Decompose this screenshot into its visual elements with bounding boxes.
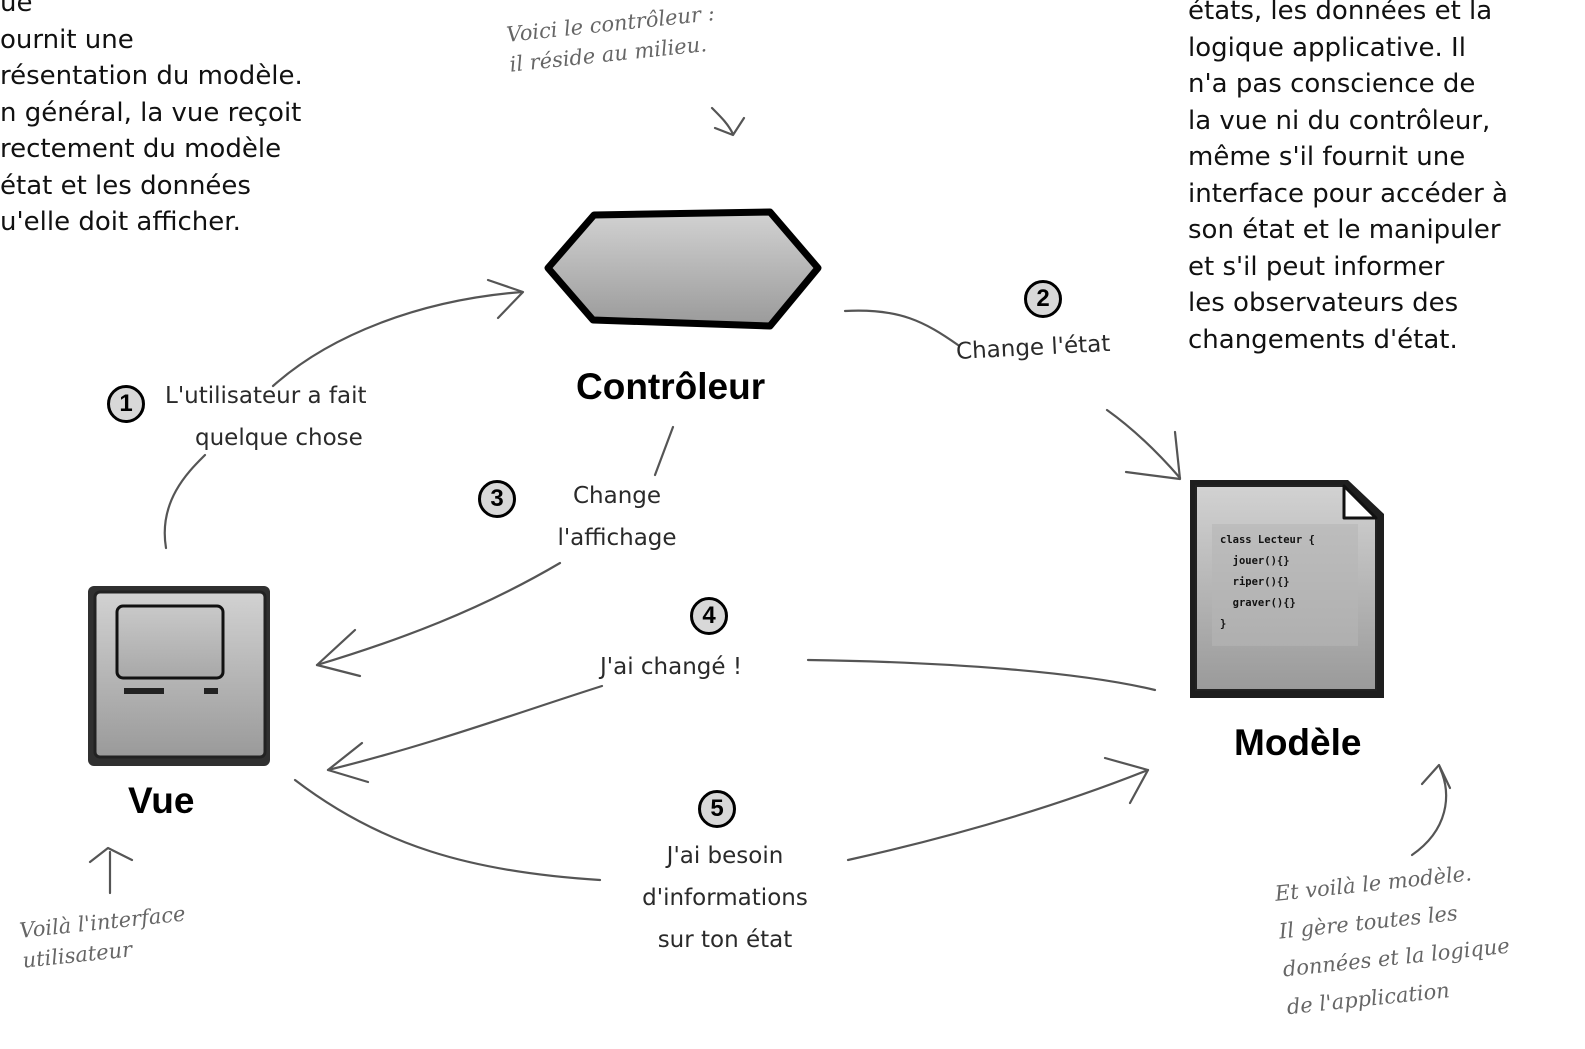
arrow-i-changed <box>326 658 1157 772</box>
document-icon <box>1190 480 1384 698</box>
computer-icon <box>88 586 270 766</box>
view-description: ue ournit une résentation du modèle. n g… <box>0 0 303 237</box>
model-label: Modèle <box>1234 722 1362 763</box>
arrow-change-display <box>315 425 675 667</box>
arrow-note-model <box>1410 763 1452 857</box>
step-2-badge: 2 <box>1024 280 1062 318</box>
arrow-need-info <box>293 768 1150 882</box>
model-note: Et voilà le modèle. Il gère toutes les d… <box>1273 861 1511 1020</box>
step-3-text: Change l'affichage <box>557 483 677 551</box>
arrow-note-view <box>88 846 134 895</box>
controller-hexagon-icon <box>544 208 822 330</box>
step-5-text: J'ai besoin d'informations sur ton état <box>642 843 808 953</box>
arrow-user-action <box>163 290 524 550</box>
code-listing: class Lecteur { jouer(){} riper(){} grav… <box>1220 534 1315 630</box>
arrow-change-state-head <box>1124 430 1182 481</box>
step-1-text: L'utilisateur a fait quelque chose <box>165 383 367 451</box>
controller-label: Contrôleur <box>576 366 766 407</box>
arrow-user-action-head <box>486 278 525 320</box>
arrow-change-state <box>843 309 1182 480</box>
step-1-badge: 1 <box>107 385 145 423</box>
model-description: états, les données et la logique applica… <box>1188 0 1508 355</box>
step-5-badge: 5 <box>698 790 736 828</box>
arrow-need-info-head <box>1103 756 1150 805</box>
step-3-badge: 3 <box>478 480 516 518</box>
arrow-change-display-head <box>315 628 362 678</box>
arrow-i-changed-head <box>326 741 370 784</box>
view-label: Vue <box>128 780 195 821</box>
arrow-note-controller <box>710 106 746 137</box>
step-4-badge: 4 <box>690 597 728 635</box>
step-2-text: Change l'état <box>955 330 1111 365</box>
step-4-text: J'ai changé ! <box>600 654 743 680</box>
